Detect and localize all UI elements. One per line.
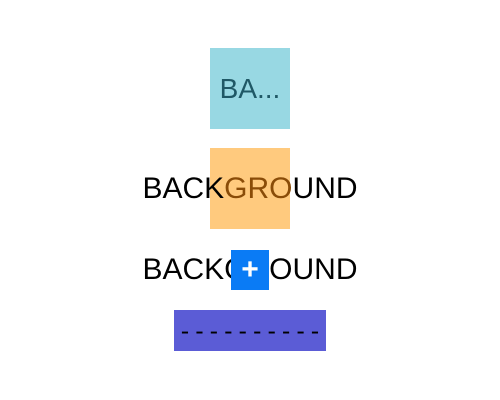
overflow-label-inside: GRO (224, 171, 293, 205)
truncated-row: BA... (0, 48, 500, 129)
badge-row: BACKGROUND + (0, 248, 500, 292)
truncated-label: BA... (219, 72, 281, 104)
plus-icon: + (241, 253, 259, 286)
dashed-bar: ---------- (174, 310, 326, 351)
overflow-text-box: BACKGROUND (142, 148, 358, 229)
dashed-bar-text: ---------- (177, 316, 323, 345)
add-button[interactable]: + (231, 250, 269, 290)
overflow-label: BACKGROUND (142, 172, 357, 206)
truncated-text-box: BA... (210, 48, 290, 129)
overflow-label-right: UND (292, 171, 358, 205)
dashed-bar-row: ---------- (0, 310, 500, 351)
overflow-box-fill (210, 148, 290, 229)
background-label-wrapper: BACKGROUND + (142, 248, 358, 292)
overflow-row: BACKGROUND (0, 148, 500, 229)
overflow-label-left: BACK (142, 171, 225, 205)
